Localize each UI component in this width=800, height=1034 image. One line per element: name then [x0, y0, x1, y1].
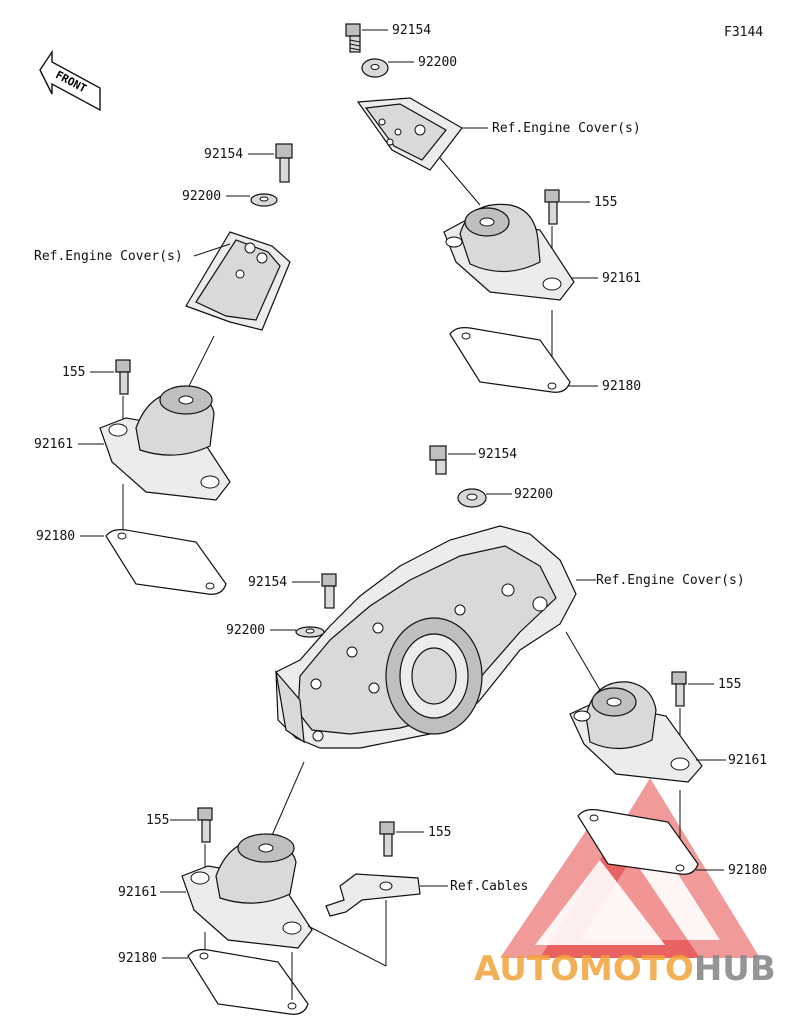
figure-code: F3144 [724, 25, 763, 40]
callout-ref-engine-cover-center: Ref.Engine Cover(s) [596, 573, 745, 588]
bolt-icon [429, 445, 447, 475]
front-arrow-icon: FRONT [39, 49, 101, 112]
callout-92154-left: 92154 [204, 147, 243, 162]
engine-cover-icon [275, 525, 577, 749]
callout-92154-center: 92154 [478, 447, 517, 462]
gasket-icon [577, 809, 699, 875]
callout-155-bottom-left: 155 [146, 813, 169, 828]
callout-ref-engine-cover-left: Ref.Engine Cover(s) [34, 249, 183, 264]
bracket-icon [356, 97, 463, 171]
callout-92161-left: 92161 [34, 437, 73, 452]
callout-155-right: 155 [718, 677, 741, 692]
bracket-icon [185, 231, 291, 331]
bolt-icon [345, 23, 361, 53]
callout-92161-top-right: 92161 [602, 271, 641, 286]
callout-155-left: 155 [62, 365, 85, 380]
gasket-icon [449, 327, 571, 393]
bolt-icon [197, 807, 213, 843]
watermark-text: AUTOMOTOHUB [474, 949, 776, 989]
callout-92200-top: 92200 [418, 55, 457, 70]
watermark-logo [500, 778, 760, 958]
callout-92154-center-left: 92154 [248, 575, 287, 590]
bolt-icon [671, 671, 687, 707]
washer-icon [361, 58, 389, 78]
engine-mount-icon [99, 385, 231, 501]
callout-92200-left: 92200 [182, 189, 221, 204]
right-lower-mount-assembly [569, 671, 726, 875]
cable-bracket-icon [325, 821, 421, 917]
callout-92161-right: 92161 [728, 753, 767, 768]
bolt-icon [115, 359, 131, 395]
callout-ref-cables: Ref.Cables [450, 879, 528, 894]
callout-92200-center: 92200 [514, 487, 553, 502]
top-right-mount-assembly [345, 23, 598, 393]
center-engine-cover-assembly [269, 445, 601, 841]
bolt-icon [544, 189, 560, 225]
callout-92161-bottom-left: 92161 [118, 885, 157, 900]
bolt-icon [275, 143, 293, 183]
callout-92180-bottom-left: 92180 [118, 951, 157, 966]
engine-mount-icon [181, 833, 313, 949]
engine-mount-icon [443, 203, 575, 301]
callout-92180-right: 92180 [728, 863, 767, 878]
callout-92154-top: 92154 [392, 23, 431, 38]
watermark-part-a: AUTO [474, 949, 579, 989]
watermark-part-b: MOTO [579, 949, 694, 989]
watermark-part-c: HUB [694, 949, 776, 989]
bolt-icon [321, 573, 337, 609]
callout-92180-top-right: 92180 [602, 379, 641, 394]
callout-155-top-right: 155 [594, 195, 617, 210]
bottom-left-mount-assembly [160, 807, 448, 1015]
washer-icon [250, 193, 278, 207]
gasket-icon [187, 949, 309, 1015]
washer-icon [295, 626, 325, 638]
engine-mount-icon [569, 681, 703, 783]
washer-icon [457, 488, 487, 508]
callout-ref-engine-cover-top: Ref.Engine Cover(s) [492, 121, 641, 136]
callout-92200-center-left: 92200 [226, 623, 265, 638]
left-mount-assembly [78, 143, 293, 595]
gasket-icon [105, 529, 227, 595]
callout-155-cable: 155 [428, 825, 451, 840]
callout-92180-left: 92180 [36, 529, 75, 544]
